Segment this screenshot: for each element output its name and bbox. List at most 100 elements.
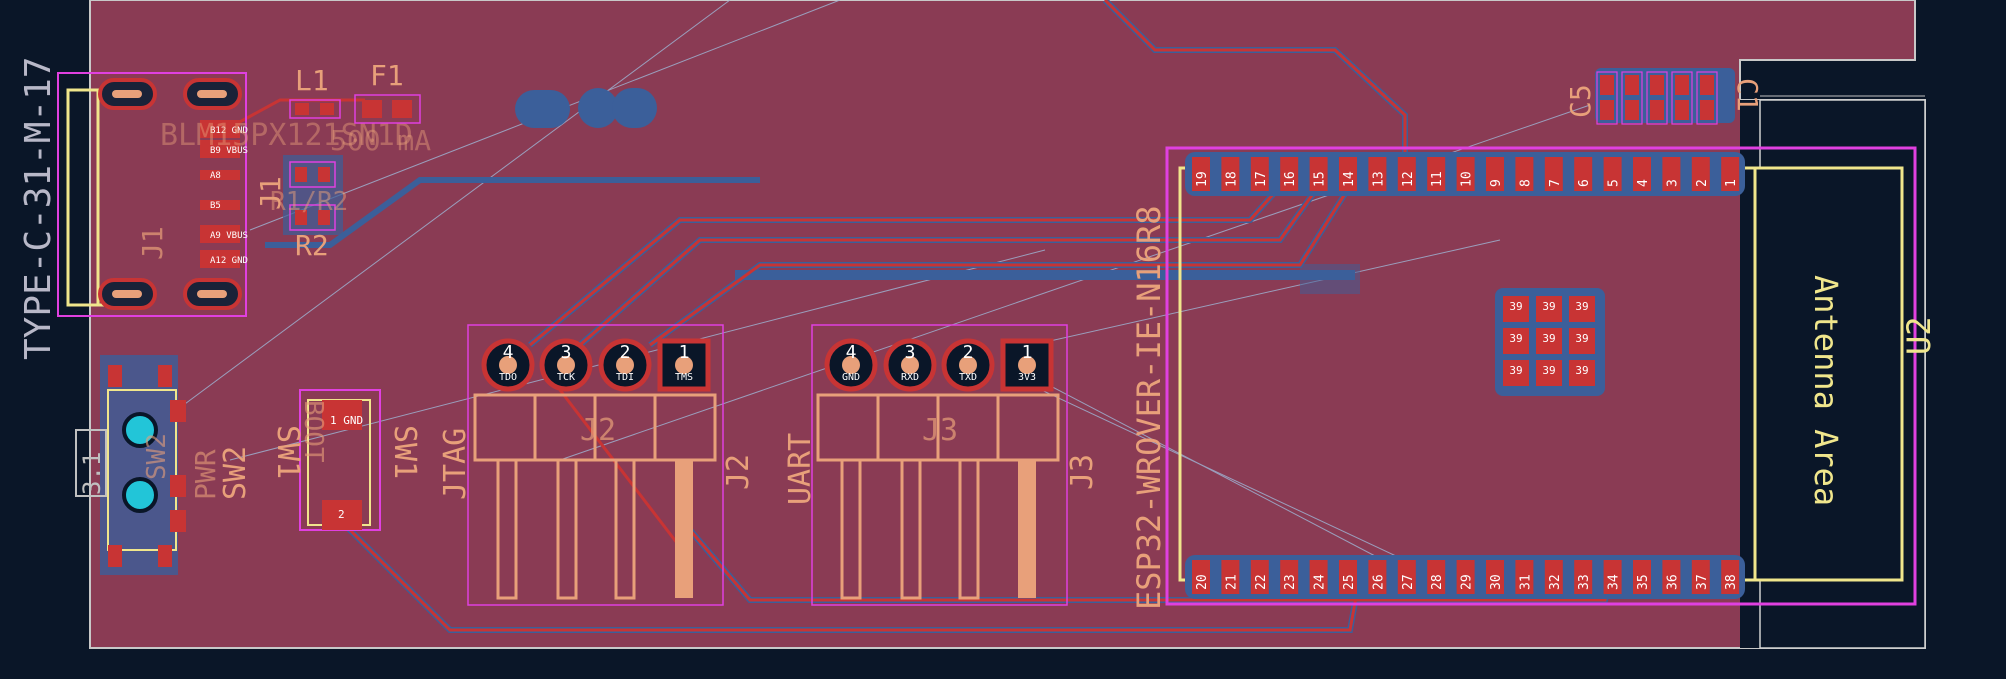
thermal-pad[interactable] (1569, 328, 1595, 354)
esp32-pad[interactable] (1544, 157, 1563, 191)
thermal-pad[interactable] (1536, 296, 1562, 322)
thermal-pad[interactable] (1536, 328, 1562, 354)
f1-pad-2[interactable] (392, 100, 412, 118)
esp32-pad[interactable] (1691, 560, 1710, 594)
esp32-pin-number: 7 (1548, 179, 1563, 187)
esp32-pad[interactable] (1397, 560, 1416, 594)
esp32-pad[interactable] (1691, 157, 1710, 191)
esp32-pad[interactable] (1280, 560, 1299, 594)
esp32-pad[interactable] (1339, 157, 1357, 191)
thermal-pad[interactable] (1503, 360, 1529, 386)
j2-net-tck: TCK (557, 372, 575, 383)
esp32-pad[interactable] (1397, 157, 1416, 191)
thermal-pad-label: 39 (1575, 300, 1588, 313)
esp32-pad[interactable] (1427, 157, 1446, 191)
esp32-pad[interactable] (1368, 560, 1387, 594)
esp32-pad[interactable] (1662, 560, 1681, 594)
sw2-ref: SW2 (218, 446, 253, 500)
esp32-module-u2[interactable]: Antenna Area U2 ESP32-WROVER-IE-N16R8 19… (1130, 146, 1938, 610)
thermal-pad-label: 39 (1509, 300, 1522, 313)
esp32-pad[interactable] (1280, 157, 1299, 191)
thermal-pad[interactable] (1569, 296, 1595, 322)
esp32-pad[interactable] (1662, 157, 1681, 191)
j3-net-txd: TXD (959, 372, 977, 383)
esp32-pin-number: 13 (1371, 171, 1386, 187)
esp32-pad[interactable] (1633, 560, 1651, 594)
usb-c-connector-j1[interactable]: B12 GND B9 VBUS A8 B5 A9 VBUS A12 GND J1 (57, 72, 248, 317)
thermal-pad[interactable] (1536, 360, 1562, 386)
esp32-pad[interactable] (1721, 157, 1740, 191)
esp32-pin-number: 36 (1665, 574, 1680, 590)
esp32-pin-number: 32 (1548, 574, 1563, 590)
esp32-pad[interactable] (1574, 157, 1593, 191)
j2-fab-ref: J2 (580, 413, 616, 448)
esp32-pin-number: 29 (1460, 574, 1475, 590)
esp32-pin-number: 19 (1195, 171, 1210, 187)
esp32-pad[interactable] (1515, 157, 1534, 191)
l1-pad-2[interactable] (320, 103, 334, 115)
uart-header-j3[interactable]: 4 3 2 1 GND RXD TXD 3V3 J3 J3 UART (783, 324, 1100, 606)
usb-pad-a8: A8 (210, 171, 221, 181)
esp32-pad[interactable] (1515, 560, 1534, 594)
esp32-pad[interactable] (1544, 560, 1563, 594)
boot-switch-sw1[interactable]: 1 GND 2 BOOT SW1 SW1 (270, 389, 422, 531)
esp32-pin-number: 33 (1577, 574, 1592, 590)
thermal-pad[interactable] (1569, 360, 1595, 386)
r1-r2-resistors[interactable]: R2 R1/R2 J1 (254, 155, 348, 262)
esp32-pin-number: 15 (1313, 171, 1328, 187)
capacitor-cluster-c1-c5[interactable]: C5 C1 (1564, 68, 1764, 125)
esp32-pad[interactable] (1368, 157, 1387, 191)
esp32-pad[interactable] (1603, 157, 1622, 191)
jtag-header-j2[interactable]: 4 3 2 1 TDO TCK TDI TMS J2 J2 JTAG (438, 324, 756, 606)
j3-net-rxd: RXD (901, 372, 919, 383)
j2-pin-3: 3 (561, 342, 572, 363)
esp32-pad[interactable] (1603, 560, 1622, 594)
esp32-pin-number: 17 (1254, 171, 1269, 187)
j3-ref: J3 (1065, 454, 1100, 490)
esp32-pin-number: 3 (1665, 179, 1680, 187)
f1-pad-1[interactable] (362, 100, 382, 118)
esp32-pad[interactable] (1574, 560, 1593, 594)
thermal-pad-label: 39 (1509, 364, 1522, 377)
esp32-pad[interactable] (1456, 157, 1475, 191)
esp32-pin-number: 20 (1195, 574, 1210, 590)
esp32-pin-number: 35 (1636, 574, 1651, 590)
j2-pin-1: 1 (679, 342, 690, 363)
esp32-pad[interactable] (1309, 157, 1328, 191)
esp32-pad[interactable] (1427, 560, 1446, 594)
esp32-pin-number: 31 (1518, 574, 1533, 590)
esp32-pin-number: 38 (1724, 574, 1739, 590)
thermal-pad-label: 39 (1509, 332, 1522, 345)
back-side-pads-group (515, 88, 657, 128)
esp32-pad[interactable] (1456, 560, 1475, 594)
l1-pad-1[interactable] (295, 103, 309, 115)
esp32-pad[interactable] (1192, 560, 1210, 594)
esp32-pad[interactable] (1309, 560, 1328, 594)
esp32-pad[interactable] (1221, 560, 1240, 594)
esp32-pad[interactable] (1250, 560, 1269, 594)
esp32-pad[interactable] (1486, 560, 1504, 594)
j2-pin-2: 2 (620, 342, 631, 363)
esp32-pad[interactable] (1633, 157, 1651, 191)
esp32-pin-number: 6 (1577, 179, 1592, 187)
esp32-pad[interactable] (1250, 157, 1269, 191)
esp32-pin-number: 10 (1460, 171, 1475, 187)
esp32-pin-number: 27 (1401, 574, 1416, 590)
thermal-pad[interactable] (1503, 296, 1529, 322)
thermal-pad[interactable] (1503, 328, 1529, 354)
esp32-pin-number: 8 (1518, 179, 1533, 187)
esp32-pin-number: 9 (1489, 179, 1504, 187)
esp32-pad[interactable] (1339, 560, 1357, 594)
power-switch-sw2[interactable]: 3.1 SW2 PWR SW2 (75, 355, 253, 575)
esp32-pad[interactable] (1221, 157, 1240, 191)
fuse-current-label: 500 mA (330, 124, 431, 157)
c1-ref: C1 (1731, 78, 1764, 112)
j2-net-tdi: TDI (616, 372, 634, 383)
esp32-pad[interactable] (1721, 560, 1740, 594)
j2-pin-4: 4 (503, 342, 514, 363)
esp32-pad[interactable] (1486, 157, 1504, 191)
esp32-pad[interactable] (1192, 157, 1210, 191)
